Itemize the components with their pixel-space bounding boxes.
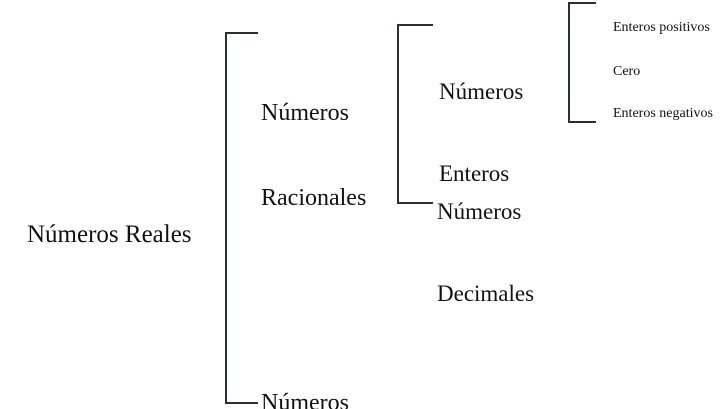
node-numeros-irracionales: Números Irracionales [261, 332, 374, 409]
node-label: Cero [613, 63, 641, 79]
node-numeros-reales: Números Reales [2, 190, 192, 279]
node-label-line1: Números [439, 79, 524, 105]
node-label: Enteros positivos [613, 19, 710, 35]
bracket-level-2 [397, 24, 433, 204]
bracket-level-3 [568, 2, 596, 123]
node-label-line1: Números [437, 199, 522, 225]
node-enteros-negativos: Enteros negativos [599, 89, 713, 139]
node-label: Enteros negativos [613, 105, 713, 121]
node-label: Números Reales [27, 220, 192, 248]
node-label-line2: Decimales [437, 280, 535, 306]
node-enteros-positivos: Enteros positivos [599, 3, 710, 53]
node-label-line2: Racionales [261, 184, 367, 211]
node-cero: Cero [599, 47, 640, 97]
node-numeros-decimales: Números Decimales [437, 144, 534, 361]
node-numeros-racionales: Números Racionales [261, 42, 366, 269]
node-label-line1: Números [261, 389, 349, 409]
node-label-line2: Enteros [439, 160, 510, 186]
node-label-line1: Números [261, 99, 349, 126]
bracket-level-1 [225, 32, 258, 404]
node-numeros-enteros: Números Enteros [439, 24, 523, 241]
